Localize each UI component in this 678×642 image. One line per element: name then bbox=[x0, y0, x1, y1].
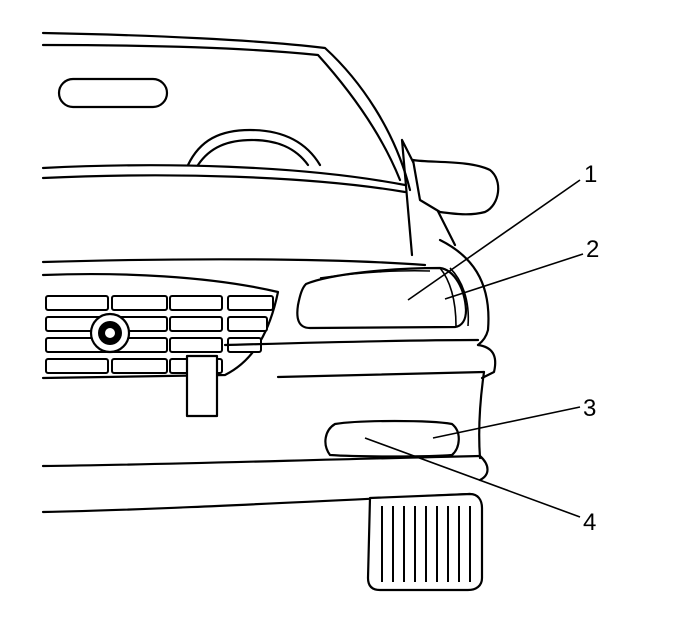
grille-slot bbox=[169, 295, 223, 311]
leader-line-2 bbox=[444, 253, 584, 300]
callout-labels: 1 2 3 4 bbox=[583, 161, 599, 536]
leader-line-1 bbox=[407, 179, 581, 301]
grille-slot bbox=[169, 337, 223, 353]
fog-lamp bbox=[324, 419, 460, 458]
grille-slot bbox=[111, 358, 168, 374]
grille-slot bbox=[227, 295, 274, 311]
leader-lines bbox=[364, 179, 584, 518]
callout-1: 1 bbox=[584, 161, 597, 188]
license-plate-bracket bbox=[185, 354, 219, 418]
windshield bbox=[41, 31, 412, 192]
side-mirror bbox=[411, 158, 500, 216]
fender bbox=[438, 238, 497, 380]
grille-slot bbox=[45, 295, 109, 311]
callout-2: 2 bbox=[586, 236, 599, 263]
tire-treads bbox=[381, 506, 471, 582]
callout-3: 3 bbox=[583, 395, 596, 422]
tire bbox=[366, 492, 484, 592]
windshield-sticker bbox=[57, 77, 169, 109]
grille-slot bbox=[45, 358, 109, 374]
grille-slot bbox=[111, 295, 168, 311]
grille-slot bbox=[169, 316, 223, 332]
leader-line-4 bbox=[364, 437, 581, 518]
grille-slot bbox=[227, 316, 268, 332]
leader-line-3 bbox=[432, 406, 581, 439]
hood bbox=[41, 138, 457, 267]
headlamp-assembly bbox=[296, 266, 470, 330]
grille bbox=[41, 272, 280, 380]
callout-4: 4 bbox=[583, 509, 596, 536]
grille-slots bbox=[45, 295, 274, 374]
